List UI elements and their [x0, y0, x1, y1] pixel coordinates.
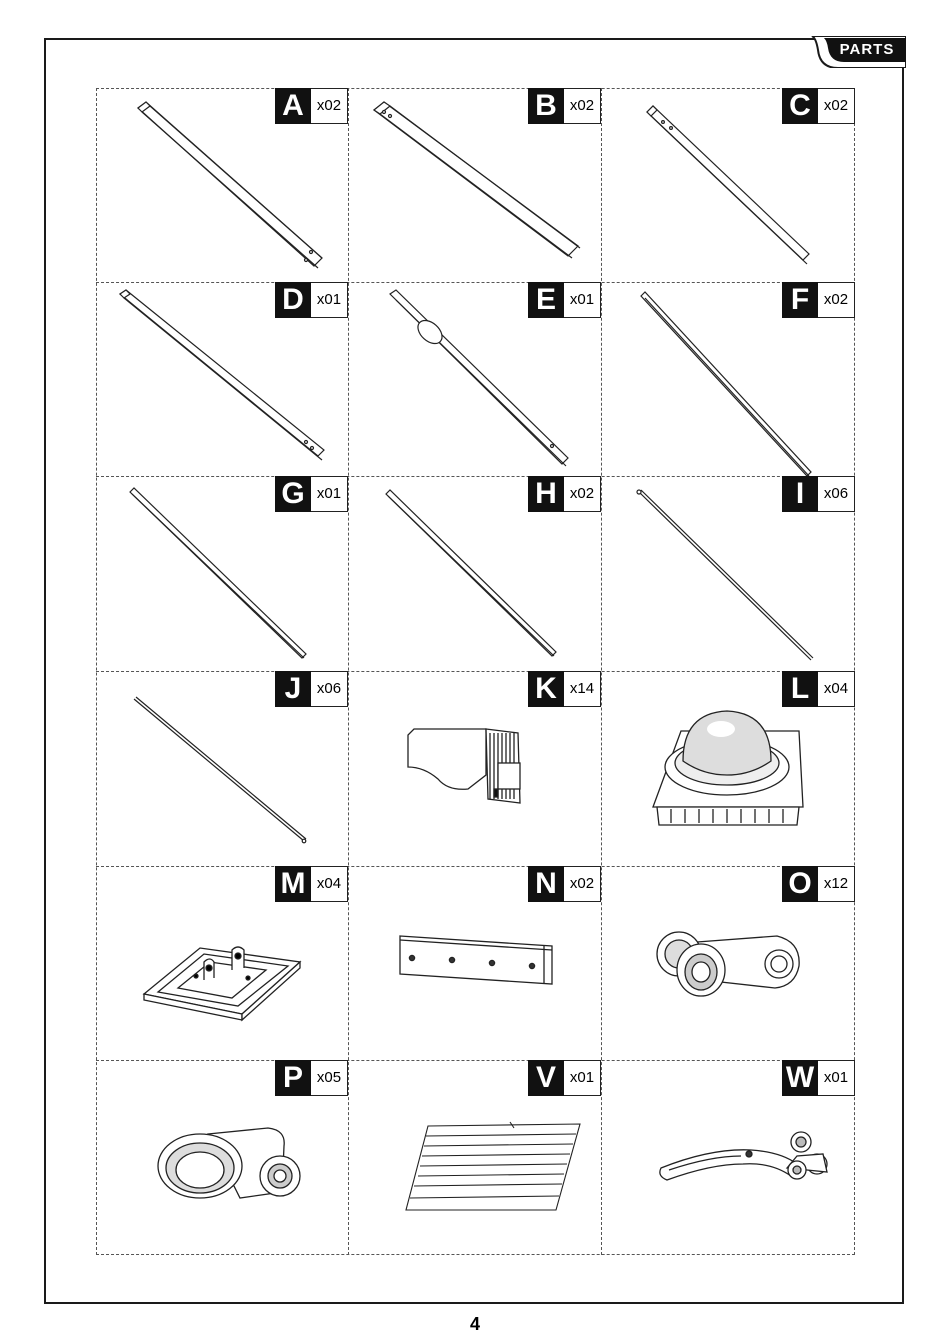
- part-badge: F x02: [782, 282, 855, 318]
- part-cell: J x06: [96, 671, 348, 866]
- part-cell: K x14: [348, 671, 601, 866]
- part-quantity: x02: [564, 476, 601, 512]
- part-cell: O x12: [601, 866, 855, 1060]
- part-quantity: x01: [564, 1060, 601, 1096]
- part-quantity: x01: [311, 476, 348, 512]
- part-quantity: x14: [564, 671, 601, 707]
- part-quantity: x06: [818, 476, 855, 512]
- part-letter: V: [528, 1060, 564, 1096]
- part-letter: J: [275, 671, 311, 707]
- part-letter: O: [782, 866, 818, 902]
- part-letter: A: [275, 88, 311, 124]
- part-quantity: x06: [311, 671, 348, 707]
- part-letter: F: [782, 282, 818, 318]
- part-cell: V x01: [348, 1060, 601, 1255]
- part-badge: I x06: [782, 476, 855, 512]
- part-quantity: x02: [564, 88, 601, 124]
- part-badge: J x06: [275, 671, 348, 707]
- part-cell: L x04: [601, 671, 855, 866]
- part-quantity: x05: [311, 1060, 348, 1096]
- part-badge: O x12: [782, 866, 855, 902]
- part-badge: C x02: [782, 88, 855, 124]
- part-letter: W: [782, 1060, 818, 1096]
- part-badge: B x02: [528, 88, 601, 124]
- part-letter: L: [782, 671, 818, 707]
- part-quantity: x04: [818, 671, 855, 707]
- part-letter: I: [782, 476, 818, 512]
- part-cell: D x01: [96, 282, 348, 476]
- part-letter: H: [528, 476, 564, 512]
- part-cell: C x02: [601, 88, 855, 282]
- part-cell: B x02: [348, 88, 601, 282]
- part-letter: D: [275, 282, 311, 318]
- page-number: 4: [0, 1314, 950, 1335]
- part-badge: D x01: [275, 282, 348, 318]
- part-letter: K: [528, 671, 564, 707]
- part-quantity: x01: [311, 282, 348, 318]
- part-cell: H x02: [348, 476, 601, 671]
- part-badge: W x01: [782, 1060, 855, 1096]
- part-cell: M x04: [96, 866, 348, 1060]
- part-quantity: x02: [564, 866, 601, 902]
- part-quantity: x04: [311, 866, 348, 902]
- part-badge: E x01: [528, 282, 601, 318]
- part-letter: C: [782, 88, 818, 124]
- part-quantity: x01: [564, 282, 601, 318]
- part-letter: E: [528, 282, 564, 318]
- part-letter: P: [275, 1060, 311, 1096]
- parts-tab-label: PARTS: [828, 38, 906, 62]
- part-cell: G x01: [96, 476, 348, 671]
- part-quantity: x01: [818, 1060, 855, 1096]
- part-cell: F x02: [601, 282, 855, 476]
- part-quantity: x02: [818, 282, 855, 318]
- part-cell: I x06: [601, 476, 855, 671]
- part-letter: N: [528, 866, 564, 902]
- part-badge: M x04: [275, 866, 348, 902]
- part-cell: E x01: [348, 282, 601, 476]
- part-letter: G: [275, 476, 311, 512]
- part-cell: A x02: [96, 88, 348, 282]
- part-badge: N x02: [528, 866, 601, 902]
- part-cell: N x02: [348, 866, 601, 1060]
- part-cell: P x05: [96, 1060, 348, 1255]
- part-badge: A x02: [275, 88, 348, 124]
- part-badge: G x01: [275, 476, 348, 512]
- part-cell: W x01: [601, 1060, 855, 1255]
- part-badge: P x05: [275, 1060, 348, 1096]
- part-letter: M: [275, 866, 311, 902]
- part-quantity: x02: [311, 88, 348, 124]
- part-badge: V x01: [528, 1060, 601, 1096]
- part-badge: H x02: [528, 476, 601, 512]
- part-quantity: x12: [818, 866, 855, 902]
- part-badge: K x14: [528, 671, 601, 707]
- part-badge: L x04: [782, 671, 855, 707]
- part-letter: B: [528, 88, 564, 124]
- part-quantity: x02: [818, 88, 855, 124]
